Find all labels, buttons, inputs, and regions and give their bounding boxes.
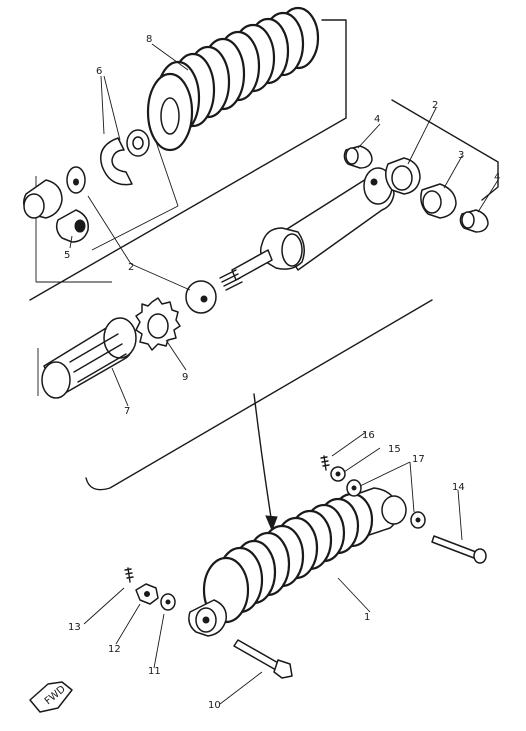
callout-10: 10: [208, 700, 221, 711]
part-collar-left: [23, 179, 63, 219]
assembly-arrow: [253, 393, 278, 532]
part-14-bolt: [431, 535, 487, 564]
callout-2-left: 2: [128, 262, 134, 273]
part-2-eye-bushing: [385, 157, 421, 195]
part-13-pin: [124, 567, 134, 583]
part-11-washer: [160, 593, 176, 611]
callout-15: 15: [388, 444, 401, 455]
callout-12: 12: [108, 644, 121, 655]
part-9-adjuster-ring: [135, 297, 181, 351]
forward-direction-arrow: FWD: [29, 681, 73, 713]
callout-1: 1: [364, 612, 370, 623]
part-4-collar-lower: [459, 209, 489, 233]
part-2-washer-rod: [185, 280, 217, 314]
part-8-spring: [146, 6, 320, 152]
callout-13: 13: [68, 622, 81, 633]
part-7-sleeve: [41, 317, 137, 399]
part-12-nut: [135, 583, 159, 605]
callout-3: 3: [458, 150, 464, 161]
callout-2-upper-right: 2: [432, 100, 438, 111]
callout-14: 14: [452, 482, 465, 493]
part-10-bolt: [233, 639, 293, 679]
group-bracket-lines: [29, 19, 499, 491]
callout-17: 17: [412, 454, 425, 465]
part-17-washer: [346, 479, 426, 529]
callout-11: 11: [148, 666, 161, 677]
callout-5: 5: [64, 250, 70, 261]
part-shock-damper-body: [219, 167, 395, 291]
part-6-spring-seat: [100, 129, 150, 186]
part-15-nut: [330, 466, 346, 482]
callout-6: 6: [96, 66, 102, 77]
callout-16: 16: [362, 430, 375, 441]
callout-8: 8: [146, 34, 152, 45]
part-5-bushing: [55, 209, 89, 243]
leader-lines: [69, 43, 499, 705]
part-1-shock-absorber-assembly: [188, 487, 407, 637]
callout-4-lower: 4: [494, 172, 500, 183]
callout-labels: 8 6 4 2 3 4 5 2 9 7 16 15 17 14 1 13 12 …: [64, 34, 500, 711]
part-16-pin: [320, 455, 330, 471]
callout-7: 7: [124, 406, 130, 417]
callout-4-upper: 4: [374, 114, 380, 125]
callout-9: 9: [182, 372, 188, 383]
part-2-washer-upper: [66, 166, 86, 194]
part-3-bushing: [420, 183, 457, 219]
part-4-collar-upper: [343, 145, 373, 169]
